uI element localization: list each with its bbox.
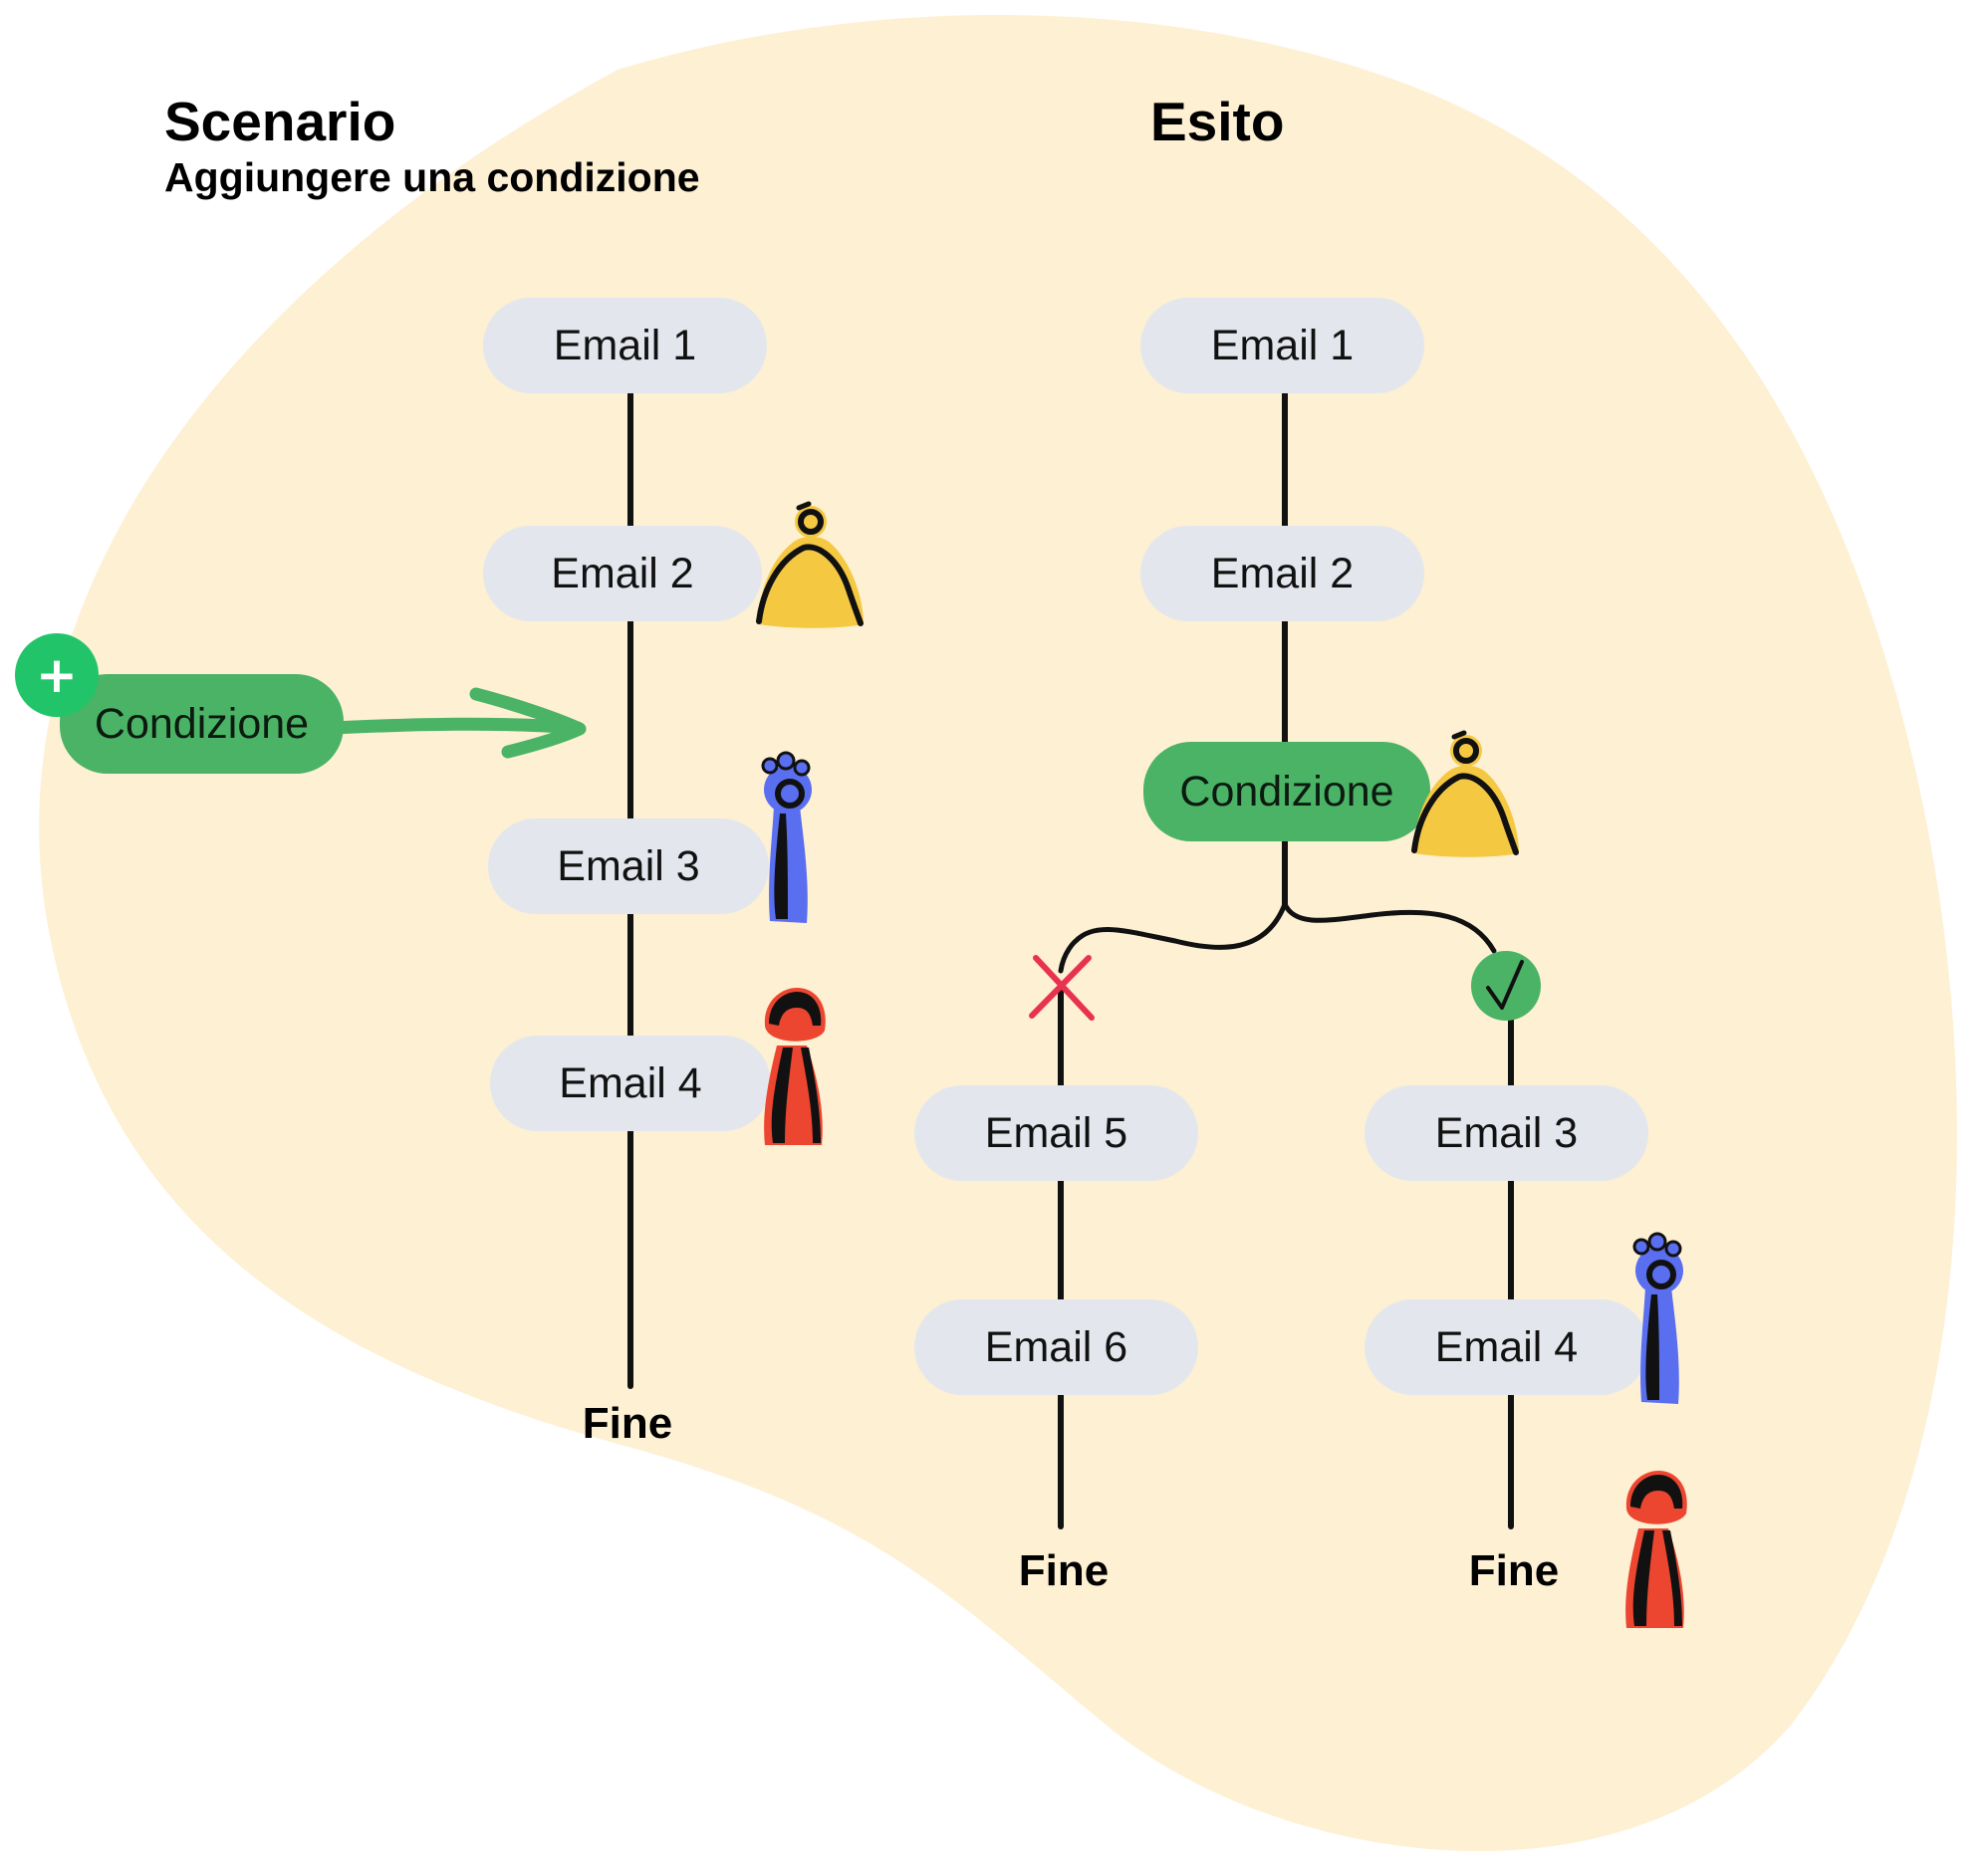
scenario-title: Scenario <box>164 91 396 152</box>
cross-icon <box>1029 955 1095 1021</box>
no-branch-end-label: Fine <box>1018 1546 1110 1595</box>
outcome-condition: Condizione <box>1143 742 1430 841</box>
scenario-subtitle: Aggiungere una condizione <box>164 154 700 200</box>
yes-branch-email-4: Email 4 <box>1365 1299 1648 1395</box>
check-icon <box>1471 951 1541 1021</box>
scenario-email-1: Email 1 <box>483 298 767 393</box>
no-branch-email-5: Email 5 <box>914 1085 1198 1181</box>
person-yellow-icon <box>1414 733 1519 857</box>
person-blue-icon <box>1634 1234 1683 1404</box>
outcome-email-1: Email 1 <box>1140 298 1424 393</box>
scenario-email-4: Email 4 <box>490 1036 771 1131</box>
scenario-email-3: Email 3 <box>488 818 769 914</box>
branch-yes-curve <box>1282 901 1497 954</box>
yes-branch-email-3: Email 3 <box>1365 1085 1648 1181</box>
no-branch-email-6: Email 6 <box>914 1299 1198 1395</box>
scenario-end-label: Fine <box>582 1399 673 1448</box>
person-red-icon <box>1625 1471 1687 1628</box>
person-red-icon <box>764 988 826 1145</box>
yes-branch-end-label: Fine <box>1468 1546 1560 1595</box>
person-yellow-icon <box>759 504 864 628</box>
arrow-right-icon <box>327 687 587 759</box>
scenario-condition: Condizione <box>60 674 344 774</box>
scenario-email-2: Email 2 <box>483 526 762 621</box>
outcome-title: Esito <box>1150 91 1285 152</box>
outcome-email-2: Email 2 <box>1140 526 1424 621</box>
person-blue-icon <box>763 753 812 923</box>
plus-icon[interactable]: + <box>15 633 99 717</box>
branch-no-curve <box>1058 901 1288 974</box>
